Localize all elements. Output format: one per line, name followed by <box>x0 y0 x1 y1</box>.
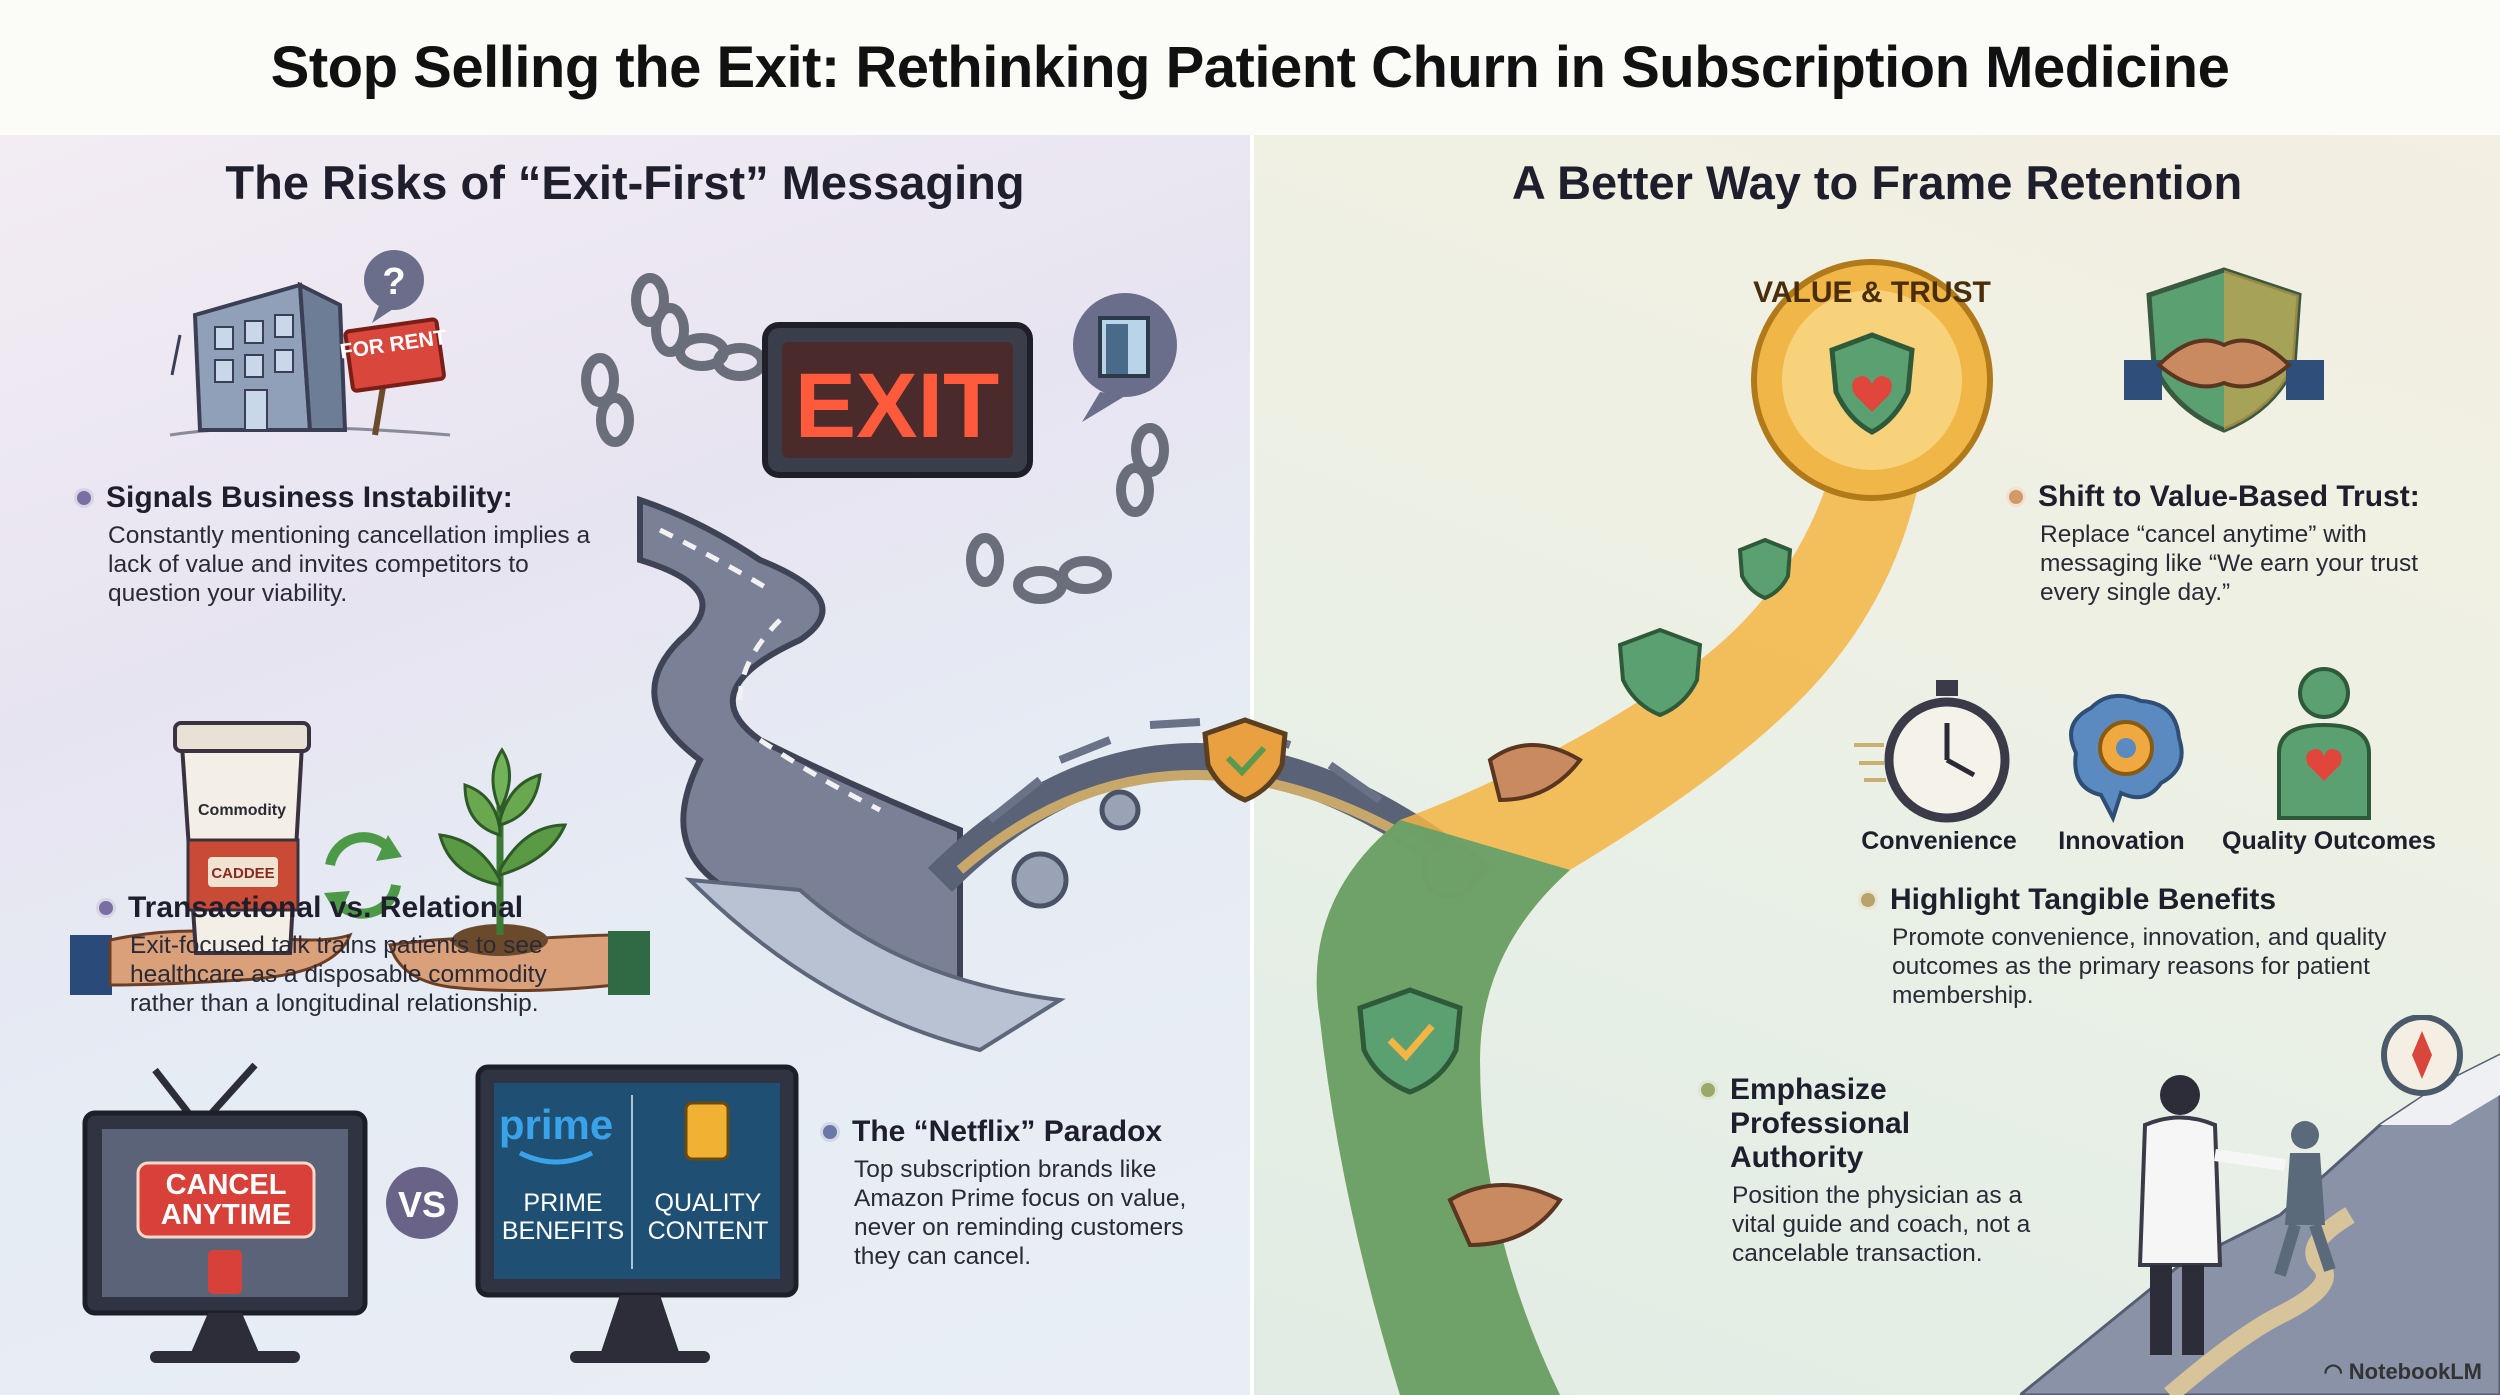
benefit-label-quality-outcomes: Quality Outcomes <box>2222 827 2436 855</box>
right-panel: A Better Way to Frame Retention Shift to… <box>1254 135 2500 1395</box>
left-panel: The Risks of “Exit-First” Messaging FOR … <box>0 135 1250 1395</box>
footer-brand-text: NotebookLM <box>2348 1359 2482 1384</box>
bullet-dot <box>96 898 116 918</box>
bullet-title: Transactional vs. Relational <box>128 891 524 924</box>
building-for-rent-icon: FOR RENT ? <box>169 250 451 437</box>
benefit-label-convenience: Convenience <box>1861 827 2017 855</box>
cancel-anytime-text: CANCEL ANYTIME <box>160 1169 292 1231</box>
vs-label: VS <box>398 1184 446 1225</box>
handshake-shield-icon <box>2124 267 2324 433</box>
stopwatch-icon <box>1854 680 2010 823</box>
bullet-title: Highlight Tangible Benefits <box>1890 883 2277 916</box>
bullet-title: Signals Business Instability: <box>106 481 513 514</box>
bullet-professional-authority: Emphasize Professional Authority Positio… <box>1698 1073 2038 1268</box>
notebooklm-logo-icon: ◠ <box>2323 1359 2343 1384</box>
bullet-text: Replace “cancel anytime” with messaging … <box>2040 521 2419 606</box>
bullet-title: Emphasize Professional Authority <box>1730 1073 1911 1174</box>
footer-brand: ◠ NotebookLM <box>2324 1359 2482 1385</box>
bullet-transactional: Transactional vs. Relational Exit-focuse… <box>96 891 616 1018</box>
person-heart-icon <box>2277 667 2371 820</box>
bullet-netflix-paradox: The “Netflix” Paradox Top subscription b… <box>820 1115 1220 1271</box>
bullet-value-trust: Shift to Value-Based Trust: Replace “can… <box>2006 480 2466 607</box>
quality-content-text: QUALITY CONTENT <box>647 1189 769 1245</box>
bullet-tangible-benefits: Highlight Tangible Benefits Promote conv… <box>1858 883 2418 1010</box>
prime-benefits-text: PRIME BENEFITS <box>501 1189 625 1245</box>
title-bar: Stop Selling the Exit: Rethinking Patien… <box>0 0 2500 135</box>
left-heading: The Risks of “Exit-First” Messaging <box>225 156 1025 209</box>
bullet-title: The “Netflix” Paradox <box>852 1115 1163 1148</box>
tv-comparison-icon: CANCEL ANYTIME VS prime PRIME BENEFITS Q… <box>82 1062 799 1363</box>
cup-band-label: CADDEE <box>211 865 274 882</box>
bullet-text: Top subscription brands like Amazon Prim… <box>854 1156 1187 1270</box>
bullet-text: Position the physician as a vital guide … <box>1732 1182 2031 1267</box>
brain-gear-icon <box>2069 693 2184 823</box>
bullet-dot <box>2006 487 2026 507</box>
page-title: Stop Selling the Exit: Rethinking Patien… <box>270 35 2230 100</box>
bullet-dot <box>1858 890 1878 910</box>
prime-logo-text: prime <box>499 1101 613 1148</box>
recycle-arrows-icon <box>324 832 402 919</box>
bullet-title: Shift to Value-Based Trust: <box>2038 480 2420 513</box>
bullet-text: Exit-focused talk trains patients to see… <box>130 932 547 1017</box>
bullet-text: Promote convenience, innovation, and qua… <box>1892 924 2387 1009</box>
bullet-business-instability: Signals Business Instability: Constantly… <box>74 481 594 608</box>
bullet-text: Constantly mentioning cancellation impli… <box>108 522 591 607</box>
bullet-dot <box>820 1122 840 1142</box>
benefit-label-innovation: Innovation <box>2058 827 2185 855</box>
right-heading: A Better Way to Frame Retention <box>1511 156 2243 209</box>
cup-label: Commodity <box>198 802 286 819</box>
question-mark: ? <box>382 261 405 303</box>
bullet-dot <box>1698 1080 1718 1100</box>
commodity-vs-plant-icon: Commodity CADDEE <box>70 721 650 995</box>
bullet-dot <box>74 488 94 508</box>
physician-guide-mountain-icon <box>2020 1015 2500 1395</box>
